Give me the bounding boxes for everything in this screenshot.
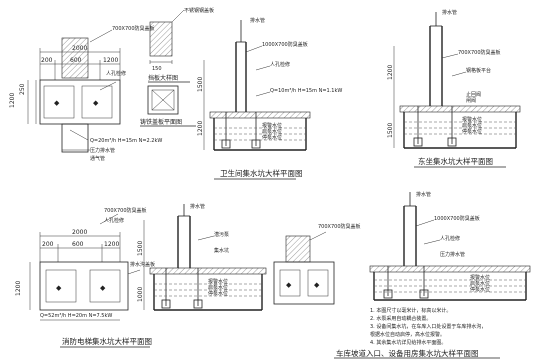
sec-b-dim2: 1500 xyxy=(387,123,394,138)
board-plan: 铸铁盖板平面图 xyxy=(140,85,196,127)
wc-sump-title: 卫生间集水坑大样平面图 xyxy=(220,168,303,178)
sump-pit-label: 集水坑 xyxy=(214,247,229,254)
note-5: 4. 其余集水坑详见给排水平面图。 xyxy=(370,339,446,346)
manhole2-note: 人孔检修 xyxy=(104,217,124,224)
sump-section-b: 排水管 报警水位 启泵水位 停泵水位 1200 1500 700X700防臭盖板… xyxy=(387,9,521,168)
riser-c-label: 排水管 xyxy=(190,203,205,210)
dim-height: 1200 xyxy=(9,93,16,108)
sec-a-dim2: 1200 xyxy=(197,121,204,136)
cover2-note: 700X700防臭盖板 xyxy=(104,207,147,214)
level-start-c: 启泵水位 xyxy=(208,284,228,291)
svg-text:◆: ◆ xyxy=(314,281,320,289)
pump-note-1: Q=20m³/h H=15m N=2.2kW xyxy=(90,138,162,144)
grate-note: 排水沟盖板 xyxy=(130,261,155,268)
sump-section-d: 排水管 报警水位 启泵水位 停泵水位 1000X700防臭盖板 人孔检修 压力排… xyxy=(369,191,531,301)
level-alarm-c: 报警水位 xyxy=(208,278,228,285)
elevator-sump-plan: 2000 200 600 1200 ◆ ◆ 1200 700X700防臭盖板 人… xyxy=(15,207,155,348)
dim2-right: 1200 xyxy=(104,241,119,248)
notes: 1. 本图尺寸以毫米计，标高以米计。 2. 水泵采用自动耦合装置。 3. 设备间… xyxy=(334,307,500,359)
cast-iron-note: 不锈钢钢盖板 xyxy=(184,7,214,14)
note-2: 2. 水泵采用自动耦合装置。 xyxy=(370,315,431,322)
cover-b-note: 700X700防臭盖板 xyxy=(458,49,501,56)
sec-c-dim1: 1500 xyxy=(137,241,144,256)
garage-title: 车库坡道入口、设备用房集水坑大样平面图 xyxy=(336,348,479,358)
dim-left: 200 xyxy=(41,57,53,64)
board-detail: 150 不锈钢钢盖板 挡板大样图 xyxy=(148,7,214,83)
board-spec-note: 钢格板平台 xyxy=(466,67,491,74)
dim2-mid: 600 xyxy=(72,241,84,248)
level-start-b: 启泵水位 xyxy=(462,122,482,129)
level-stop-b: 停泵水位 xyxy=(462,128,482,135)
svg-text:◆: ◆ xyxy=(286,281,292,289)
dim-right: 1200 xyxy=(103,57,118,64)
sec-b-dim1: 1200 xyxy=(387,65,394,80)
sec-c-dim2: 1000 xyxy=(137,287,144,302)
note-4: 根据水位自动启停，高水位报警。 xyxy=(370,331,445,338)
level-alarm-b: 报警水位 xyxy=(462,116,482,123)
svg-text:◆: ◆ xyxy=(93,99,99,107)
level-start-d: 启泵水位 xyxy=(470,280,490,287)
pump-c-label: 潜污泵 xyxy=(214,231,229,238)
board-width: 150 xyxy=(152,66,162,72)
level-alarm-a: 报警水位 xyxy=(262,122,282,129)
elevator-title: 消防电梯集水坑大样平面图 xyxy=(62,336,152,346)
vent-note: 通气管 xyxy=(90,155,105,162)
dim2-total: 2000 xyxy=(72,229,87,236)
manhole-d-note: 人孔检修 xyxy=(440,235,460,242)
note-3: 3. 设备间集水坑，在车库入口处设置于车库排水沟， xyxy=(370,323,486,330)
riser-a-label: 排水管 xyxy=(250,17,265,24)
board-detail-title: 挡板大样图 xyxy=(148,74,178,82)
level-alarm-d: 报警水位 xyxy=(470,274,490,281)
check-valve-note: 止回阀 xyxy=(466,91,481,98)
riser-b-label: 排水管 xyxy=(442,9,457,16)
level-stop-a: 停泵水位 xyxy=(262,134,282,141)
level-start-a: 启泵水位 xyxy=(262,128,282,135)
pump-note-2: Q=10m³/h H=15m N=1.1kW xyxy=(270,88,342,94)
manhole-note: 人孔检修 xyxy=(106,70,126,77)
riser-d-label: 排水管 xyxy=(416,191,431,198)
pump-note-3: Q=52m³/h H=20m N=7.5kW xyxy=(40,313,112,319)
cover-1000-note: 1000X700防臭盖板 xyxy=(262,41,308,48)
svg-text:◆: ◆ xyxy=(54,99,60,107)
manhole-a-note: 人孔检修 xyxy=(270,61,290,68)
sec-a-dim1: 1500 xyxy=(197,77,204,92)
note-1: 1. 本图尺寸以毫米计，标高以米计。 xyxy=(370,307,451,314)
cover-note: 700X700防臭盖板 xyxy=(112,25,155,32)
cover-c-note: 700X700防臭盖板 xyxy=(318,223,361,230)
board-plan-title: 铸铁盖板平面图 xyxy=(140,118,182,126)
pressure-pipe-note: 压力排水管 xyxy=(90,147,115,154)
sump-section-a: 排水管 报警水位 启泵水位 停泵水位 1500 1200 1000X700防臭盖… xyxy=(197,17,342,180)
svg-text:◆: ◆ xyxy=(56,284,62,292)
sump-section-c: 排水管 报警水位 启泵水位 停泵水位 1500 1000 潜污泵 集水坑 xyxy=(137,203,267,311)
small-plan: ◆ ◆ 700X700防臭盖板 xyxy=(273,223,361,305)
pressure-pipe-d-note: 压力排水管 xyxy=(440,251,465,258)
sump-1-title: 东坐集水坑大样平面图 xyxy=(418,156,493,166)
cover-d-note: 1000X700防臭盖板 xyxy=(434,215,480,222)
dim2-left: 200 xyxy=(42,241,54,248)
gate-valve-note: 闸阀 xyxy=(466,97,476,104)
svg-text:◆: ◆ xyxy=(100,284,106,292)
dim2-height: 1200 xyxy=(15,281,22,296)
level-stop-c: 停泵水位 xyxy=(208,290,228,297)
wc-sump-plan: 2000 200 600 1200 ◆ ◆ 1200 250 700X700防臭… xyxy=(9,25,162,162)
level-stop-d: 停泵水位 xyxy=(470,286,490,293)
dim-left-side: 250 xyxy=(19,83,26,95)
